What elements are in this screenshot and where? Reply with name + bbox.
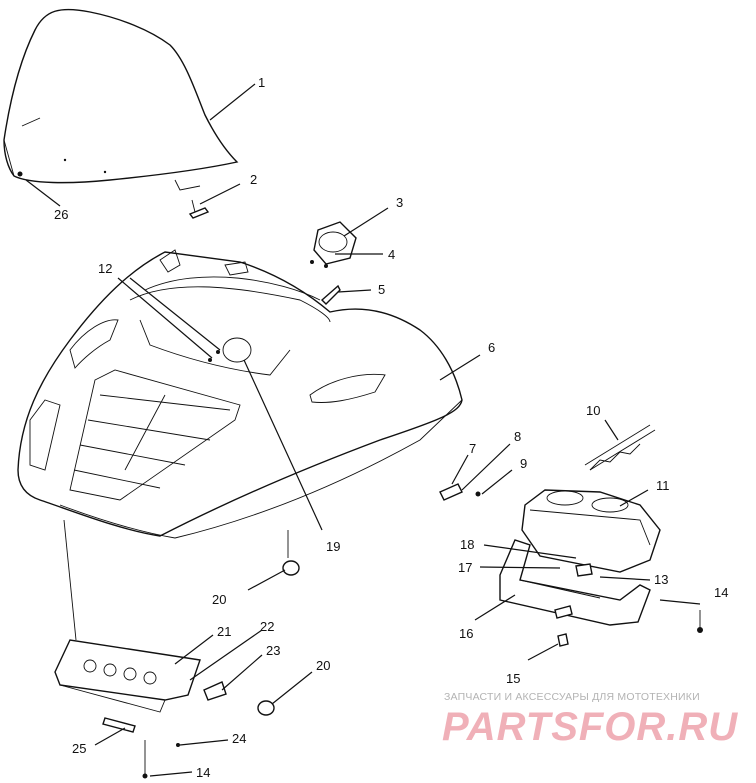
callout-13: 13 bbox=[654, 572, 668, 587]
callout-12: 12 bbox=[98, 261, 112, 276]
callout-17: 17 bbox=[458, 560, 472, 575]
callout-10: 10 bbox=[586, 403, 600, 418]
callout-16: 16 bbox=[459, 626, 473, 641]
leader-lines bbox=[25, 83, 701, 777]
watermark-subtitle: ЗАПЧАСТИ И АКСЕССУАРЫ ДЛЯ МОТОТЕХНИКИ bbox=[444, 691, 700, 703]
callout-4: 4 bbox=[388, 247, 395, 262]
watermark-brand: PARTSFOR.RU bbox=[442, 705, 738, 749]
callout-1: 1 bbox=[258, 75, 265, 90]
lower-bracket bbox=[54, 519, 201, 713]
callout-3: 3 bbox=[396, 195, 403, 210]
callout-14-right: 14 bbox=[714, 585, 728, 600]
watermark: ЗАПЧАСТИ И АКСЕССУАРЫ ДЛЯ МОТОТЕХНИКИ PA… bbox=[442, 691, 738, 749]
callout-11: 11 bbox=[656, 478, 670, 493]
callout-18: 18 bbox=[460, 537, 474, 552]
callout-19: 19 bbox=[326, 539, 340, 554]
callout-6: 6 bbox=[488, 340, 495, 355]
callout-20-lower: 20 bbox=[316, 658, 330, 673]
headlight-assembly bbox=[521, 489, 661, 573]
callout-20-upper: 20 bbox=[212, 592, 226, 607]
callout-14-bottom: 14 bbox=[196, 765, 210, 780]
callout-7: 7 bbox=[469, 441, 476, 456]
callout-24: 24 bbox=[232, 731, 246, 746]
callout-5: 5 bbox=[378, 282, 385, 297]
callout-8: 8 bbox=[514, 429, 521, 444]
callout-2: 2 bbox=[250, 172, 257, 187]
pin bbox=[102, 717, 180, 779]
callout-22: 22 bbox=[260, 619, 274, 634]
hood bbox=[17, 249, 463, 539]
grommet-lower bbox=[257, 700, 275, 716]
callout-21: 21 bbox=[217, 624, 231, 639]
small-parts-right bbox=[439, 483, 703, 647]
windshield bbox=[3, 8, 239, 191]
headlight-tray bbox=[499, 539, 651, 626]
windshield-clip bbox=[188, 199, 210, 219]
grommet-upper bbox=[282, 530, 300, 576]
callout-15: 15 bbox=[506, 671, 520, 686]
callout-26: 26 bbox=[54, 207, 68, 222]
reflector bbox=[203, 681, 227, 701]
bulb bbox=[584, 424, 656, 471]
callout-labels: 1 2 3 4 5 6 7 8 9 10 11 12 13 14 14 15 1… bbox=[54, 75, 728, 780]
callout-23: 23 bbox=[266, 643, 280, 658]
callout-9: 9 bbox=[520, 456, 527, 471]
callout-25: 25 bbox=[72, 741, 86, 756]
